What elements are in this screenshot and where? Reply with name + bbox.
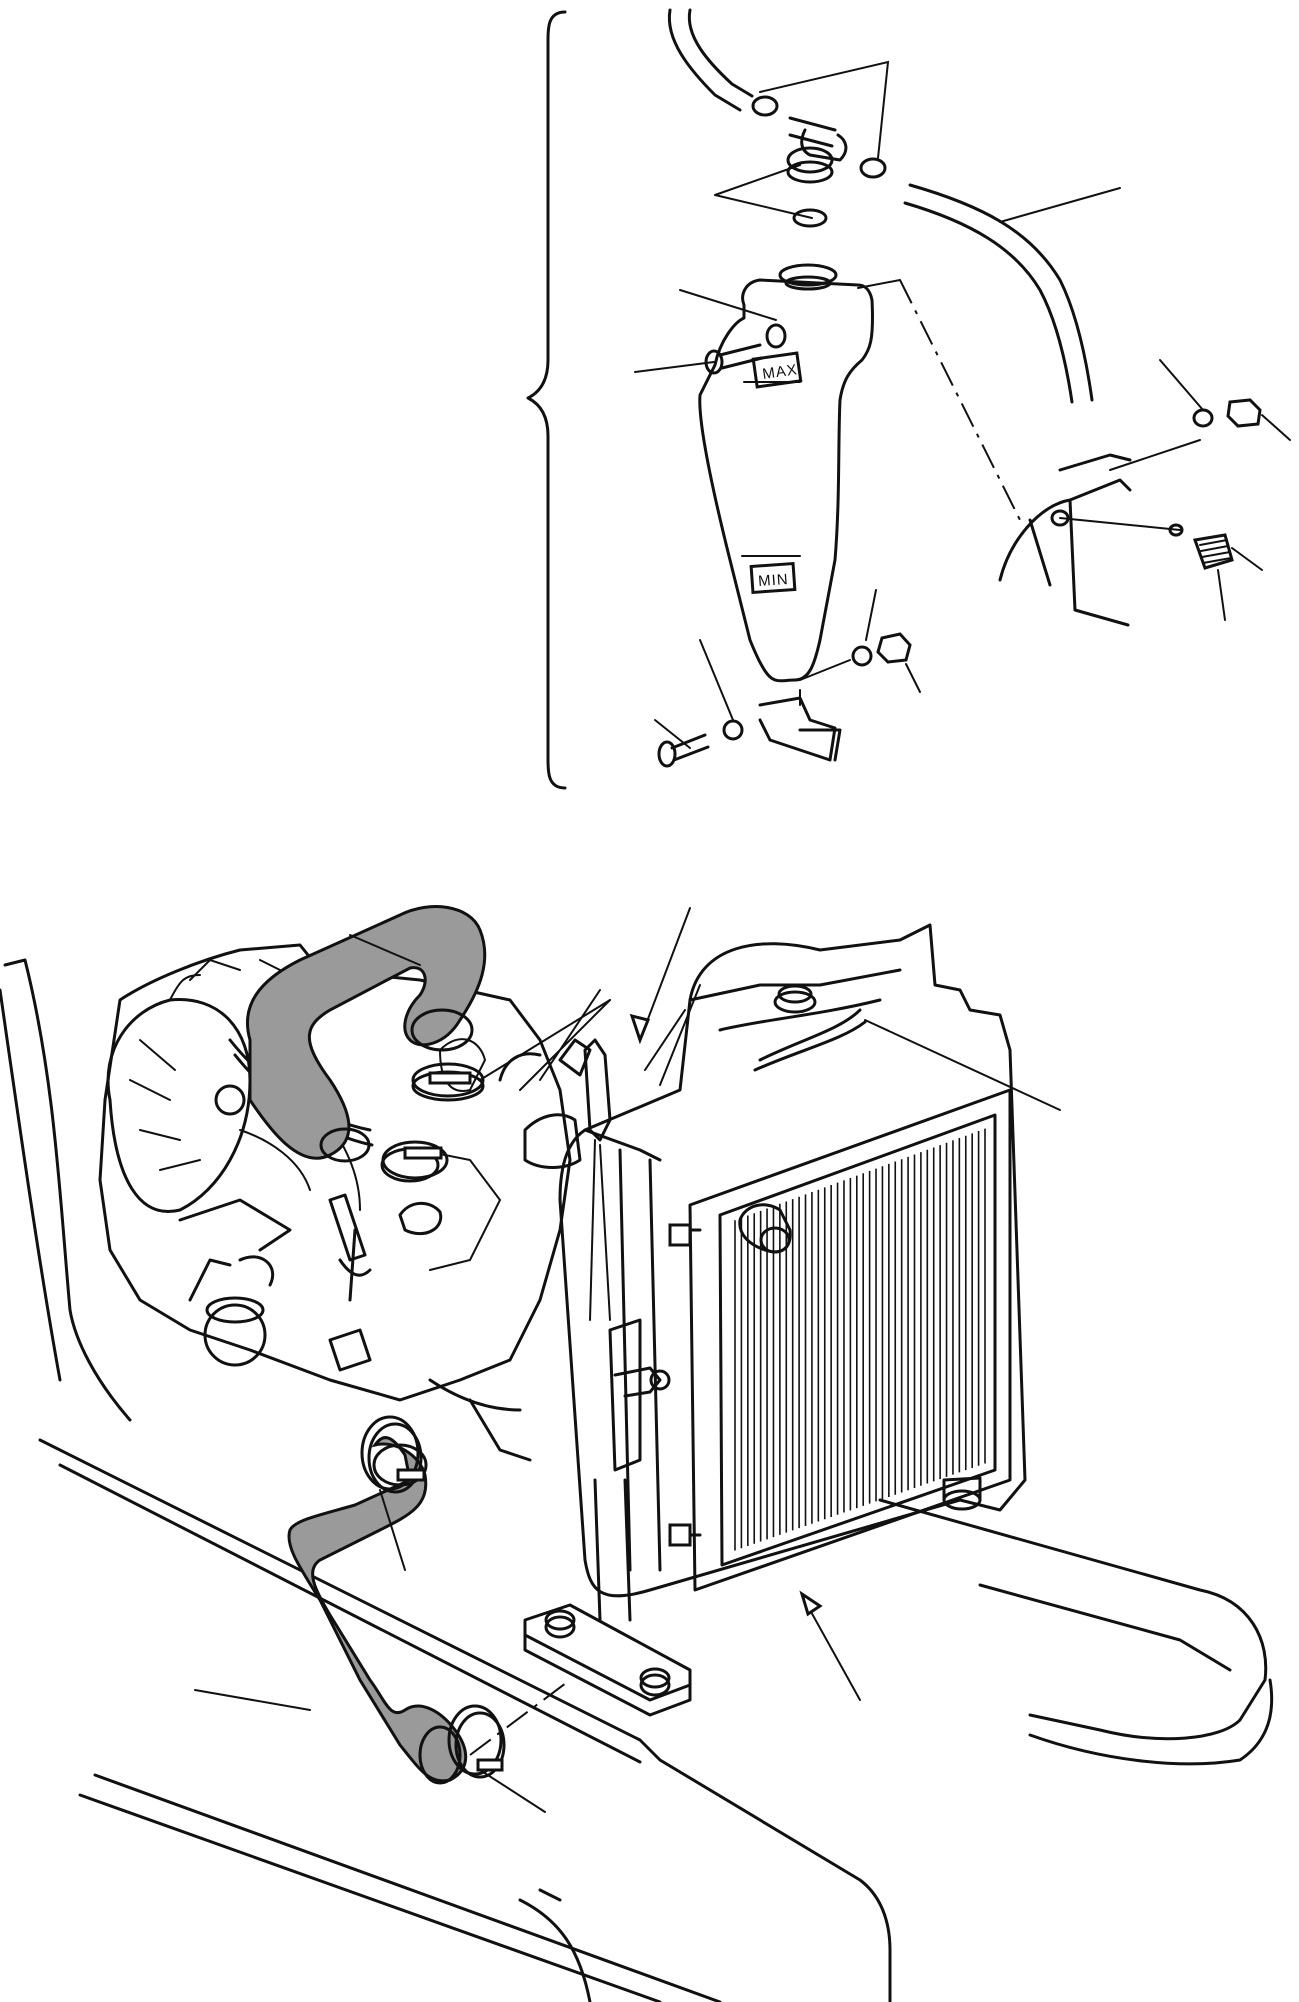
- flywheel-housing: [106, 998, 252, 1213]
- tank-min-label: MIN: [758, 571, 790, 590]
- upper-radiator-hose: [245, 905, 487, 1160]
- engine-block: [98, 943, 572, 1402]
- radiator-filler-cap: [773, 990, 817, 1014]
- tank-filler-neck: [778, 263, 838, 287]
- expansion-tank-detail: MAX MIN: [526, 8, 1291, 790]
- leader-radiator-mount-arrow: [639, 907, 691, 1041]
- thermostat-housing: [523, 1113, 582, 1169]
- radiator-fins: [734, 1128, 986, 1551]
- hose-clip-upper-right: [859, 157, 887, 179]
- tank-mounting-bolt-upper: [718, 343, 764, 370]
- tee-fitting: [788, 116, 848, 162]
- filler-cap: [786, 146, 834, 174]
- tank-max-label: MAX: [761, 361, 799, 383]
- leader-radiator-bottom-arrow: [809, 1609, 861, 1701]
- chassis-frame-upper: [38, 1438, 892, 2002]
- chassis-right-rail: [878, 1498, 1268, 1741]
- hose-clip-upper-left: [751, 95, 779, 117]
- lower-hose-clamp-engine-side: [360, 1415, 420, 1491]
- cap-seal-ring: [792, 208, 828, 228]
- tank-mounting-bolt-lower: [670, 733, 710, 762]
- tank-lower-bracket: [758, 696, 842, 762]
- washer-lower-right: [851, 645, 873, 667]
- oil-filter: [203, 1303, 267, 1367]
- expansion-tank: [698, 278, 874, 683]
- tank-mount-bracket: [998, 478, 1132, 627]
- radiator-core: [688, 1088, 1012, 1592]
- detail-brace: [526, 10, 567, 790]
- lower-radiator-hose: [287, 1436, 468, 1783]
- washer-right-upper: [1192, 408, 1214, 428]
- radiator-mounting-base: [523, 1603, 692, 1717]
- chassis-frame-lower: [78, 1793, 662, 2002]
- overflow-hose-right: [908, 183, 1094, 402]
- overflow-hose-left: [667, 8, 742, 112]
- nut-right-upper: [1226, 398, 1262, 428]
- nut-lower-right: [876, 632, 912, 664]
- lower-hose-clamp-radiator-side: [447, 1704, 503, 1776]
- radiator-shroud: [558, 923, 1027, 1598]
- upper-hose-clamp-radiator-side: [411, 1062, 485, 1098]
- washer-lower-left: [722, 719, 744, 741]
- washer-upper: [765, 323, 787, 349]
- engine-radiator-assembly: [0, 905, 1274, 2002]
- radiator-stay-bracket: [608, 1318, 642, 1472]
- chassis-left-panel: [3, 958, 132, 1422]
